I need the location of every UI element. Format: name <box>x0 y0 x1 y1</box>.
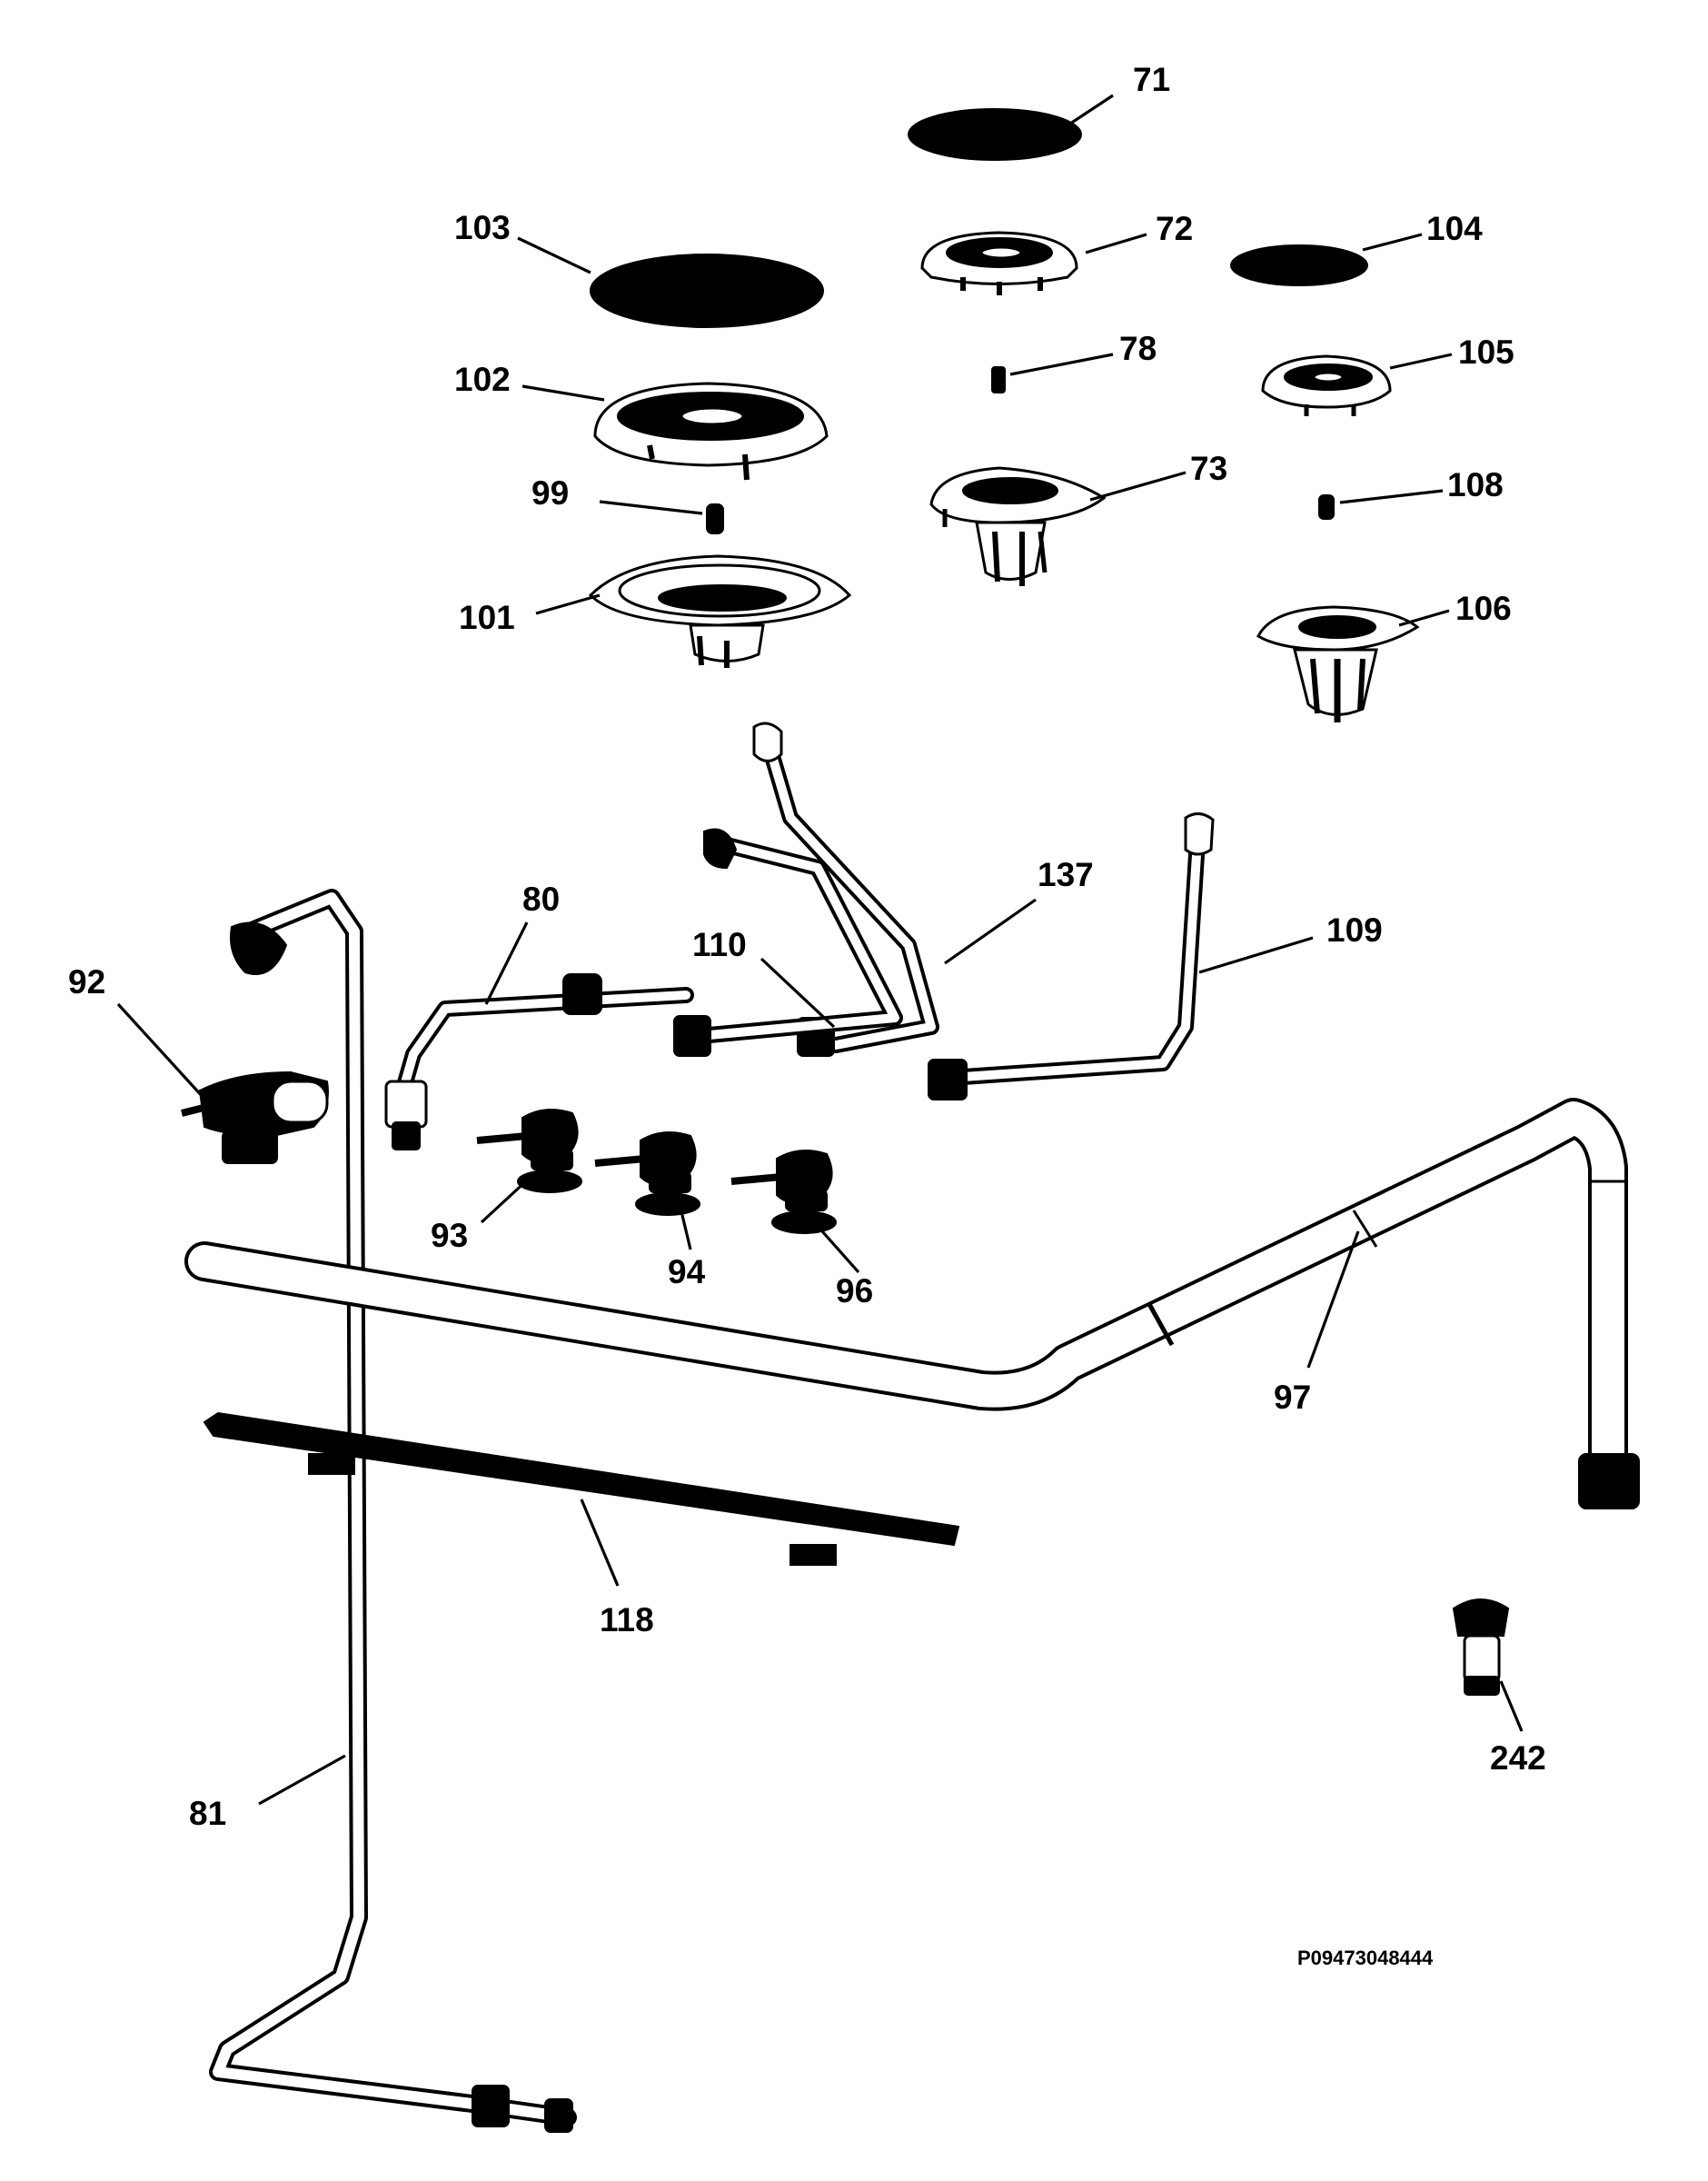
label-108: 108 <box>1447 466 1504 503</box>
label-109: 109 <box>1326 911 1383 949</box>
label-78: 78 <box>1119 330 1157 367</box>
label-71: 71 <box>1133 61 1170 98</box>
label-97: 97 <box>1274 1379 1311 1416</box>
label-137: 137 <box>1038 856 1094 893</box>
label-96: 96 <box>836 1272 873 1310</box>
part-109-gas-pipe[interactable] <box>928 812 1215 1100</box>
part-102-burner-head[interactable] <box>593 382 829 481</box>
label-103: 103 <box>454 209 511 246</box>
part-101-burner-body[interactable] <box>588 554 852 668</box>
part-118-bracket-rail[interactable] <box>203 1411 960 1566</box>
label-93: 93 <box>431 1217 468 1254</box>
part-96-gas-valve[interactable] <box>730 1150 837 1234</box>
label-92: 92 <box>68 963 105 1001</box>
part-105-burner-head[interactable] <box>1261 354 1392 416</box>
label-110: 110 <box>692 926 747 963</box>
part-92-component[interactable] <box>181 1071 329 1164</box>
part-99-injector[interactable] <box>706 503 724 534</box>
part-97-manifold[interactable] <box>184 1098 1640 1509</box>
label-242: 242 <box>1490 1739 1546 1777</box>
part-80-gas-pipe[interactable] <box>384 973 694 1150</box>
label-106: 106 <box>1455 590 1512 627</box>
part-108-injector[interactable] <box>1318 494 1335 520</box>
label-72: 72 <box>1156 210 1193 247</box>
label-102: 102 <box>454 361 511 398</box>
part-81-gas-pipe[interactable] <box>209 889 577 2133</box>
leader-lines <box>116 94 1524 1806</box>
label-99: 99 <box>531 474 569 512</box>
label-81: 81 <box>189 1795 226 1832</box>
part-103-burner-cap[interactable] <box>590 254 824 328</box>
part-137-gas-pipe[interactable] <box>752 722 939 1057</box>
part-110-gas-pipe[interactable] <box>673 828 903 1057</box>
label-118: 118 <box>600 1601 654 1638</box>
label-80: 80 <box>522 881 560 918</box>
part-104-burner-cap[interactable] <box>1230 244 1368 286</box>
part-73-burner-body[interactable] <box>929 466 1107 586</box>
part-72-burner-head[interactable] <box>920 231 1078 295</box>
label-105: 105 <box>1458 334 1514 371</box>
part-94-gas-valve[interactable] <box>594 1131 700 1216</box>
drawing-code: P09473048444 <box>1297 1947 1434 1969</box>
label-94: 94 <box>668 1253 706 1290</box>
label-101: 101 <box>459 599 515 636</box>
part-78-injector[interactable] <box>991 366 1006 393</box>
label-73: 73 <box>1190 450 1227 487</box>
label-104: 104 <box>1426 210 1483 247</box>
part-71-burner-cap[interactable] <box>908 108 1082 161</box>
part-242-fitting[interactable] <box>1452 1598 1510 1696</box>
part-labels: 71 72 73 78 80 81 92 93 94 96 97 99 101 … <box>68 61 1546 1969</box>
part-106-burner-body[interactable] <box>1256 605 1420 722</box>
